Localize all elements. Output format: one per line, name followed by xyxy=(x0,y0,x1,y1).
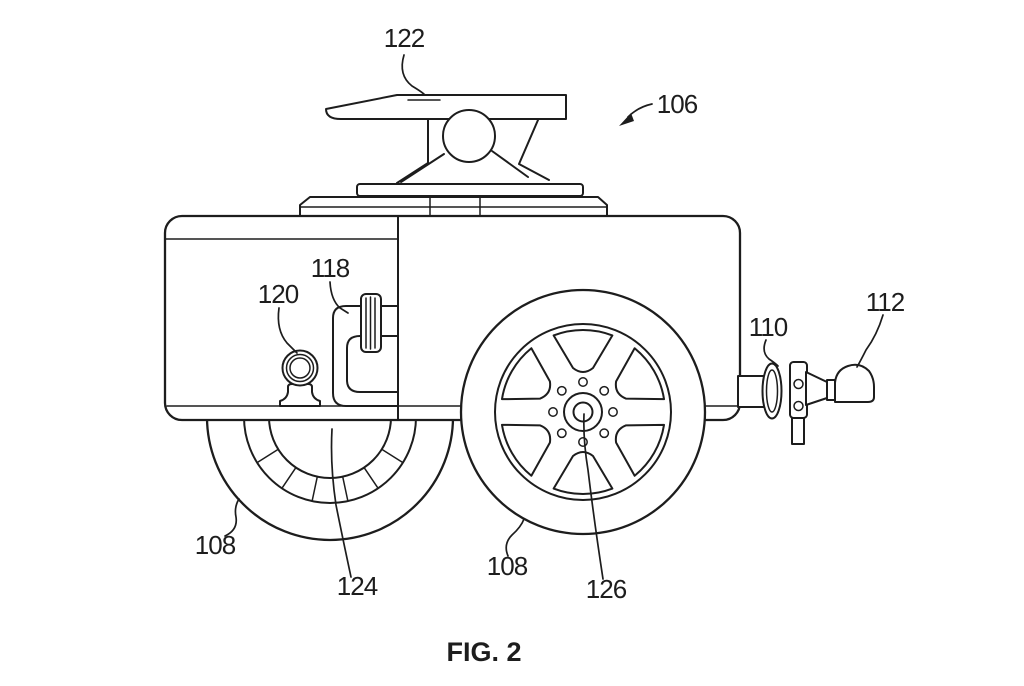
tow-bar-flange-inner xyxy=(765,369,779,413)
hitch-pivot-circle xyxy=(442,109,496,163)
tow-bar xyxy=(737,375,767,408)
grommet xyxy=(281,349,319,387)
hitch-top-plate xyxy=(325,94,567,120)
ref-label-124: 124 xyxy=(337,571,378,601)
ref-label-112: 112 xyxy=(866,287,905,317)
leader-122 xyxy=(401,54,426,96)
pipe-clamp-flange xyxy=(360,293,382,353)
tow-bar-assembly xyxy=(737,361,875,445)
hitch-support-struts xyxy=(396,118,550,184)
ref-label-118: 118 xyxy=(311,253,350,283)
ref-label-108-front: 108 xyxy=(487,551,528,581)
arrowhead-106 xyxy=(619,113,634,126)
ref-label-122: 122 xyxy=(384,23,425,53)
mounting-plate xyxy=(299,196,608,218)
leader-124 xyxy=(330,428,352,578)
coupler-bolt-upper xyxy=(793,378,804,390)
rear-wheel-spoke-lines xyxy=(256,448,404,502)
leader-120 xyxy=(277,307,298,354)
tow-bar-flange xyxy=(761,362,783,420)
leader-110 xyxy=(763,339,779,367)
hitch-ball-socket xyxy=(834,363,875,403)
hitch-base-plate xyxy=(356,183,584,197)
ref-label-110: 110 xyxy=(749,312,788,342)
coupler-stem xyxy=(791,414,805,445)
leader-112 xyxy=(856,314,884,368)
coupler-cone xyxy=(805,371,828,406)
ref-label-126: 126 xyxy=(586,574,627,604)
ref-label-120: 120 xyxy=(258,279,299,309)
leader-118 xyxy=(329,281,349,314)
fifth-wheel-hitch xyxy=(325,94,584,197)
leader-lines xyxy=(224,54,884,580)
leader-108-rear xyxy=(224,498,240,537)
elbow-pipe xyxy=(332,305,398,407)
lug-holes xyxy=(548,377,618,447)
figure-caption: FIG. 2 xyxy=(446,637,521,667)
mounting-plate-seams xyxy=(300,197,607,217)
reference-numerals: 122 106 118 120 110 112 108 124 108 126 xyxy=(195,23,906,604)
leader-108-front xyxy=(505,518,525,557)
coupler-neck xyxy=(826,379,836,401)
front-wheel xyxy=(459,288,707,536)
wheel-hub xyxy=(563,392,603,432)
front-compartment-fittings xyxy=(279,293,398,407)
ref-label-106: 106 xyxy=(657,89,698,119)
coupler-bolt-lower xyxy=(793,400,804,412)
leader-126 xyxy=(582,413,604,580)
ref-label-108-rear: 108 xyxy=(195,530,236,560)
